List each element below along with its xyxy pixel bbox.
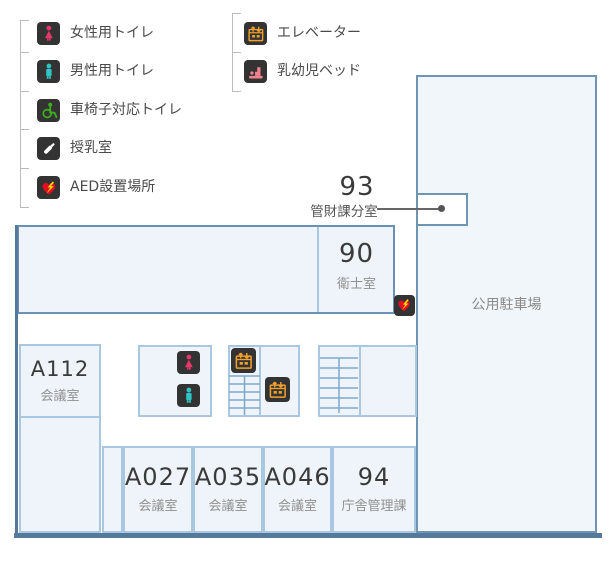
legend-item-infant-bed: 乳幼児ベッド — [277, 63, 361, 79]
room-narrow-cell — [102, 446, 123, 533]
legend-bracket-tick — [20, 52, 29, 53]
room-name: 衛士室 — [336, 277, 376, 293]
female-toilet-icon — [37, 22, 60, 45]
room-a112-meeting: A112 会議室 — [19, 344, 101, 418]
legend-item-aed: AED設置場所 — [70, 179, 156, 195]
legend-item-female-toilet: 女性用トイレ — [70, 25, 154, 41]
legend-bracket-tick — [20, 91, 29, 92]
male-toilet-icon — [177, 384, 200, 407]
legend-bracket-tick — [232, 91, 241, 92]
room-divider-line — [359, 347, 361, 415]
room-divider-line — [259, 347, 261, 415]
nursing-room-icon — [37, 137, 60, 160]
room-below-a112 — [19, 416, 101, 533]
room-name: 会議室 — [208, 499, 248, 515]
room-90-guard: 90 衛士室 — [318, 239, 395, 293]
room-93-number: 93 — [339, 172, 375, 202]
room-name: 会議室 — [138, 499, 178, 515]
room-number: A046 — [264, 462, 331, 491]
aed-icon — [37, 176, 60, 199]
wheelchair-toilet-icon — [37, 99, 60, 122]
male-toilet-icon — [37, 60, 60, 83]
room-number: 94 — [357, 462, 391, 491]
room-number: A027 — [124, 462, 192, 491]
room-name: 会議室 — [277, 499, 317, 515]
room-number: A112 — [30, 356, 90, 381]
room-a035-meeting: A035 会議室 — [193, 446, 263, 533]
room-number: 90 — [338, 239, 375, 269]
room-93-annex-box — [416, 193, 468, 226]
legend-bracket-tick — [20, 207, 29, 208]
building-outline-bottom — [14, 533, 602, 538]
stairs — [229, 375, 260, 415]
room-93-name: 管財課分室 — [310, 204, 378, 220]
room-divider-line — [317, 227, 319, 312]
legend-bracket-tick — [20, 20, 29, 21]
legend-bracket-tick — [232, 13, 241, 14]
annotation-marker-dot — [438, 205, 445, 212]
infant-bed-icon — [244, 60, 267, 83]
legend-item-elevator: エレベーター — [277, 25, 361, 41]
room-name: 会議室 — [40, 389, 80, 405]
room-a027-meeting: A027 会議室 — [123, 446, 193, 533]
legend-item-nursing-room: 授乳室 — [70, 140, 112, 156]
room-94-building-management: 94 庁舎管理課 — [332, 446, 416, 533]
room-a046-meeting: A046 会議室 — [263, 446, 332, 533]
building-outline-left — [15, 225, 18, 533]
room-label: 公用駐車場 — [471, 297, 542, 313]
legend-item-wheelchair-toilet: 車椅子対応トイレ — [70, 102, 182, 118]
legend-bracket-line — [20, 20, 21, 208]
elevator-icon — [244, 22, 267, 45]
stairs — [320, 357, 358, 413]
legend-bracket-tick — [20, 129, 29, 130]
aed-icon — [394, 295, 415, 316]
legend-bracket-tick — [232, 52, 241, 53]
room-stairs — [318, 345, 417, 417]
corridor-strip — [17, 225, 395, 314]
elevator-icon — [265, 377, 290, 402]
room-public-parking: 公用駐車場 — [416, 75, 597, 533]
legend-bracket-tick — [20, 168, 29, 169]
elevator-icon — [231, 348, 256, 373]
annotation-leader-line — [377, 208, 441, 210]
room-number: A035 — [194, 462, 262, 491]
room-toilets — [138, 345, 212, 417]
legend-item-male-toilet: 男性用トイレ — [70, 63, 154, 79]
room-name: 庁舎管理課 — [341, 499, 407, 515]
female-toilet-icon — [177, 351, 200, 374]
